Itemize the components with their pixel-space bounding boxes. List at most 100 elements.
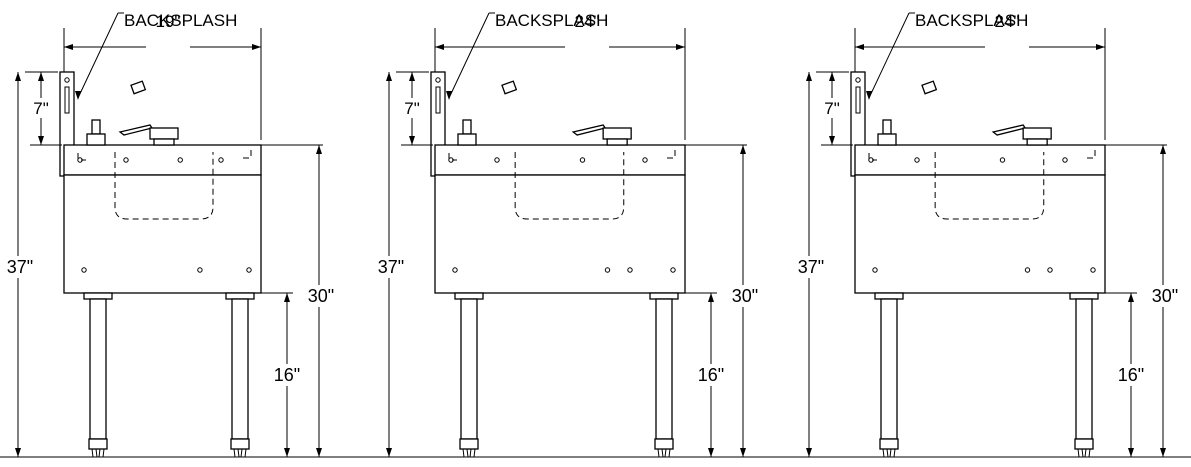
sink-leg — [454, 292, 484, 458]
dimension-arrow — [15, 72, 21, 81]
sink-rim — [434, 144, 686, 176]
backsplash-leader — [868, 12, 910, 99]
width-label: 24" — [575, 12, 600, 31]
screw-dot — [604, 267, 611, 273]
soap-dispenser-base — [606, 138, 628, 146]
soap-dispenser-head — [149, 127, 179, 140]
faucet-spout-fill — [464, 63, 512, 130]
bracket-hidden — [667, 150, 676, 159]
leg-label-bg — [1113, 364, 1149, 386]
backsplash-screw — [64, 77, 70, 83]
leg-foot-ridges — [462, 448, 476, 458]
leg-foot-ridges — [91, 448, 105, 458]
sink-cabinet — [854, 174, 1106, 294]
height-label-bg — [791, 256, 831, 278]
width-label-bg — [565, 37, 609, 55]
dimension-arrow — [316, 145, 322, 154]
faucet-base-collar — [882, 119, 892, 135]
dimension-arrow — [38, 136, 44, 145]
counter-label: 30" — [1152, 286, 1178, 306]
leg-label: 16" — [698, 365, 724, 385]
counter-label-bg — [303, 285, 339, 307]
dimension-arrow — [386, 72, 392, 81]
leg-label: 16" — [274, 365, 300, 385]
screw-dot — [914, 157, 920, 163]
faucet-base-collar — [91, 119, 101, 135]
dimension-arrow — [316, 448, 322, 457]
counter-label: 30" — [308, 286, 334, 306]
dimension-arrow — [1128, 293, 1134, 302]
screw-dot — [1024, 267, 1031, 273]
soap-dispenser-head — [602, 127, 632, 140]
dimension-arrow — [15, 448, 21, 457]
leg-foot — [654, 438, 674, 450]
screw-dot — [494, 157, 500, 163]
leg-label: 16" — [1118, 365, 1144, 385]
faucet-spout-outline — [886, 65, 930, 130]
soap-lever — [991, 124, 1027, 136]
splash-label: 7" — [404, 99, 420, 118]
faucet-aerator — [501, 80, 518, 95]
faucet-base — [877, 133, 897, 146]
drain-hidden — [448, 153, 457, 161]
dimension-arrow — [740, 145, 746, 154]
sink-cabinet — [434, 174, 686, 294]
splash-label-bg — [29, 98, 53, 118]
drain-hidden — [77, 153, 86, 161]
screw-dot — [670, 267, 676, 273]
width-label-bg — [146, 37, 190, 55]
leg-collar — [225, 292, 255, 300]
bowl-outline — [114, 152, 214, 220]
counter-label-bg — [727, 285, 763, 307]
leg-collar — [83, 292, 113, 300]
dimension-arrow — [829, 72, 835, 81]
dimension-arrow — [409, 72, 415, 81]
soap-lever — [118, 124, 154, 136]
backsplash-label: BACKSPLASH — [495, 11, 608, 30]
leg-foot — [88, 438, 108, 450]
screw-dot — [123, 157, 129, 163]
screw-dot — [1047, 267, 1053, 273]
sink-cabinet — [63, 174, 262, 294]
height-label-bg — [0, 256, 40, 278]
width-label: 24" — [995, 12, 1020, 31]
splash-label: 7" — [824, 99, 840, 118]
leg-collar — [454, 292, 484, 300]
dimension-arrow — [740, 448, 746, 457]
sink-rim — [63, 144, 262, 176]
leg-collar — [874, 292, 904, 300]
leg-foot-ridges — [233, 448, 247, 458]
faucet-spout-fill — [93, 63, 141, 130]
backsplash-label: BACKSPLASH — [915, 11, 1028, 30]
splash-label-bg — [400, 98, 424, 118]
dimension-arrow — [38, 72, 44, 81]
dimension-arrow — [435, 44, 444, 50]
leg-foot — [1074, 438, 1094, 450]
leg-foot-ridges — [1077, 448, 1091, 458]
backsplash-screw — [435, 77, 441, 83]
backsplash-leader — [77, 12, 119, 99]
sink-rim — [854, 144, 1106, 176]
soap-dispenser-base — [153, 138, 175, 146]
dimension-arrow — [855, 44, 864, 50]
leg-tube — [1075, 298, 1093, 440]
leg-tube — [89, 298, 107, 440]
faucet-base — [457, 133, 477, 146]
dimension-arrow — [708, 293, 714, 302]
screw-dot — [77, 157, 83, 163]
dimension-arrow — [866, 91, 872, 100]
screw-dot — [218, 157, 224, 163]
screw-dot — [627, 267, 633, 273]
height-label-bg — [371, 256, 411, 278]
dimension-arrow — [409, 136, 415, 145]
screw-dot — [81, 267, 87, 273]
dimension-arrow — [1160, 145, 1166, 154]
soap-dispenser-head — [1022, 127, 1052, 140]
screw-dot — [1090, 267, 1096, 273]
dimension-arrow — [252, 44, 261, 50]
dimension-arrow — [676, 44, 685, 50]
dimension-arrow — [1128, 448, 1134, 457]
